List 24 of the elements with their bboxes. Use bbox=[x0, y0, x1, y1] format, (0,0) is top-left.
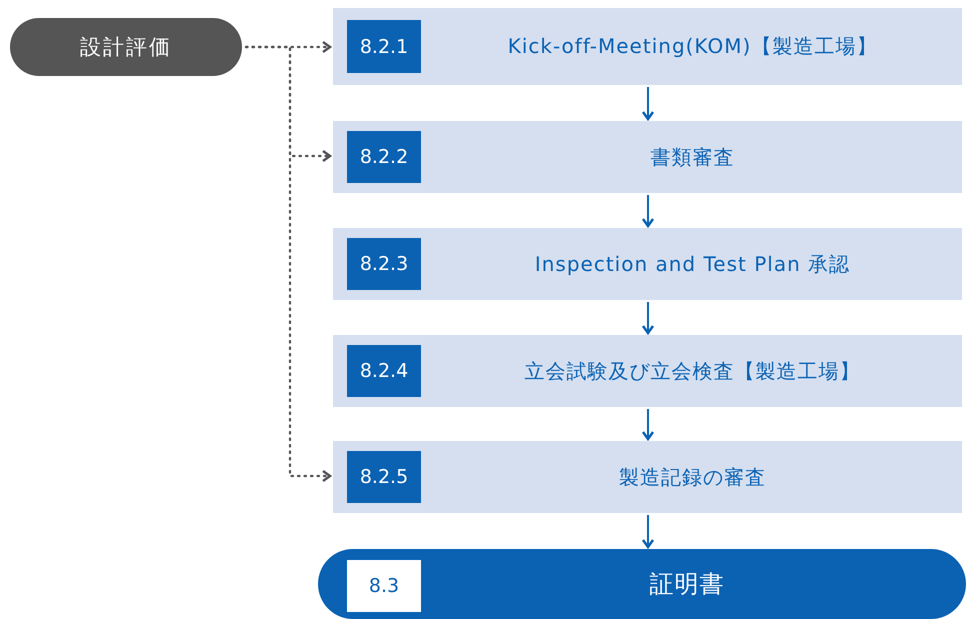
number-box: 8.2.5 bbox=[347, 451, 421, 503]
step-title: 製造記録の審査 bbox=[619, 464, 766, 490]
arrow bbox=[642, 87, 654, 120]
pill-label: 設計評価 bbox=[80, 34, 172, 61]
arrow bbox=[642, 515, 654, 548]
step-title: Inspection and Test Plan 承認 bbox=[534, 250, 850, 278]
dotted-arrow bbox=[244, 46, 332, 482]
step-band bbox=[333, 228, 962, 300]
step-band bbox=[333, 335, 962, 407]
step-band bbox=[333, 441, 962, 513]
arrow bbox=[642, 409, 654, 440]
arrow bbox=[642, 195, 654, 228]
step-band bbox=[333, 121, 962, 193]
step-band bbox=[333, 8, 962, 85]
number-box: 8.2.3 bbox=[347, 238, 421, 290]
number-box: 8.2.4 bbox=[347, 345, 421, 397]
arrow bbox=[642, 302, 654, 334]
step-title: Kick-off-Meeting(KOM)【製造工場】 bbox=[508, 33, 878, 60]
number-box: 8.2.2 bbox=[347, 131, 421, 183]
step-title: 書類審査 bbox=[650, 144, 734, 170]
number-box: 8.2.1 bbox=[347, 20, 421, 73]
step-title: 立会試験及び立会検査【製造工場】 bbox=[524, 358, 860, 384]
step-title: 証明書 bbox=[650, 569, 724, 600]
number-box: 8.3 bbox=[347, 560, 421, 612]
